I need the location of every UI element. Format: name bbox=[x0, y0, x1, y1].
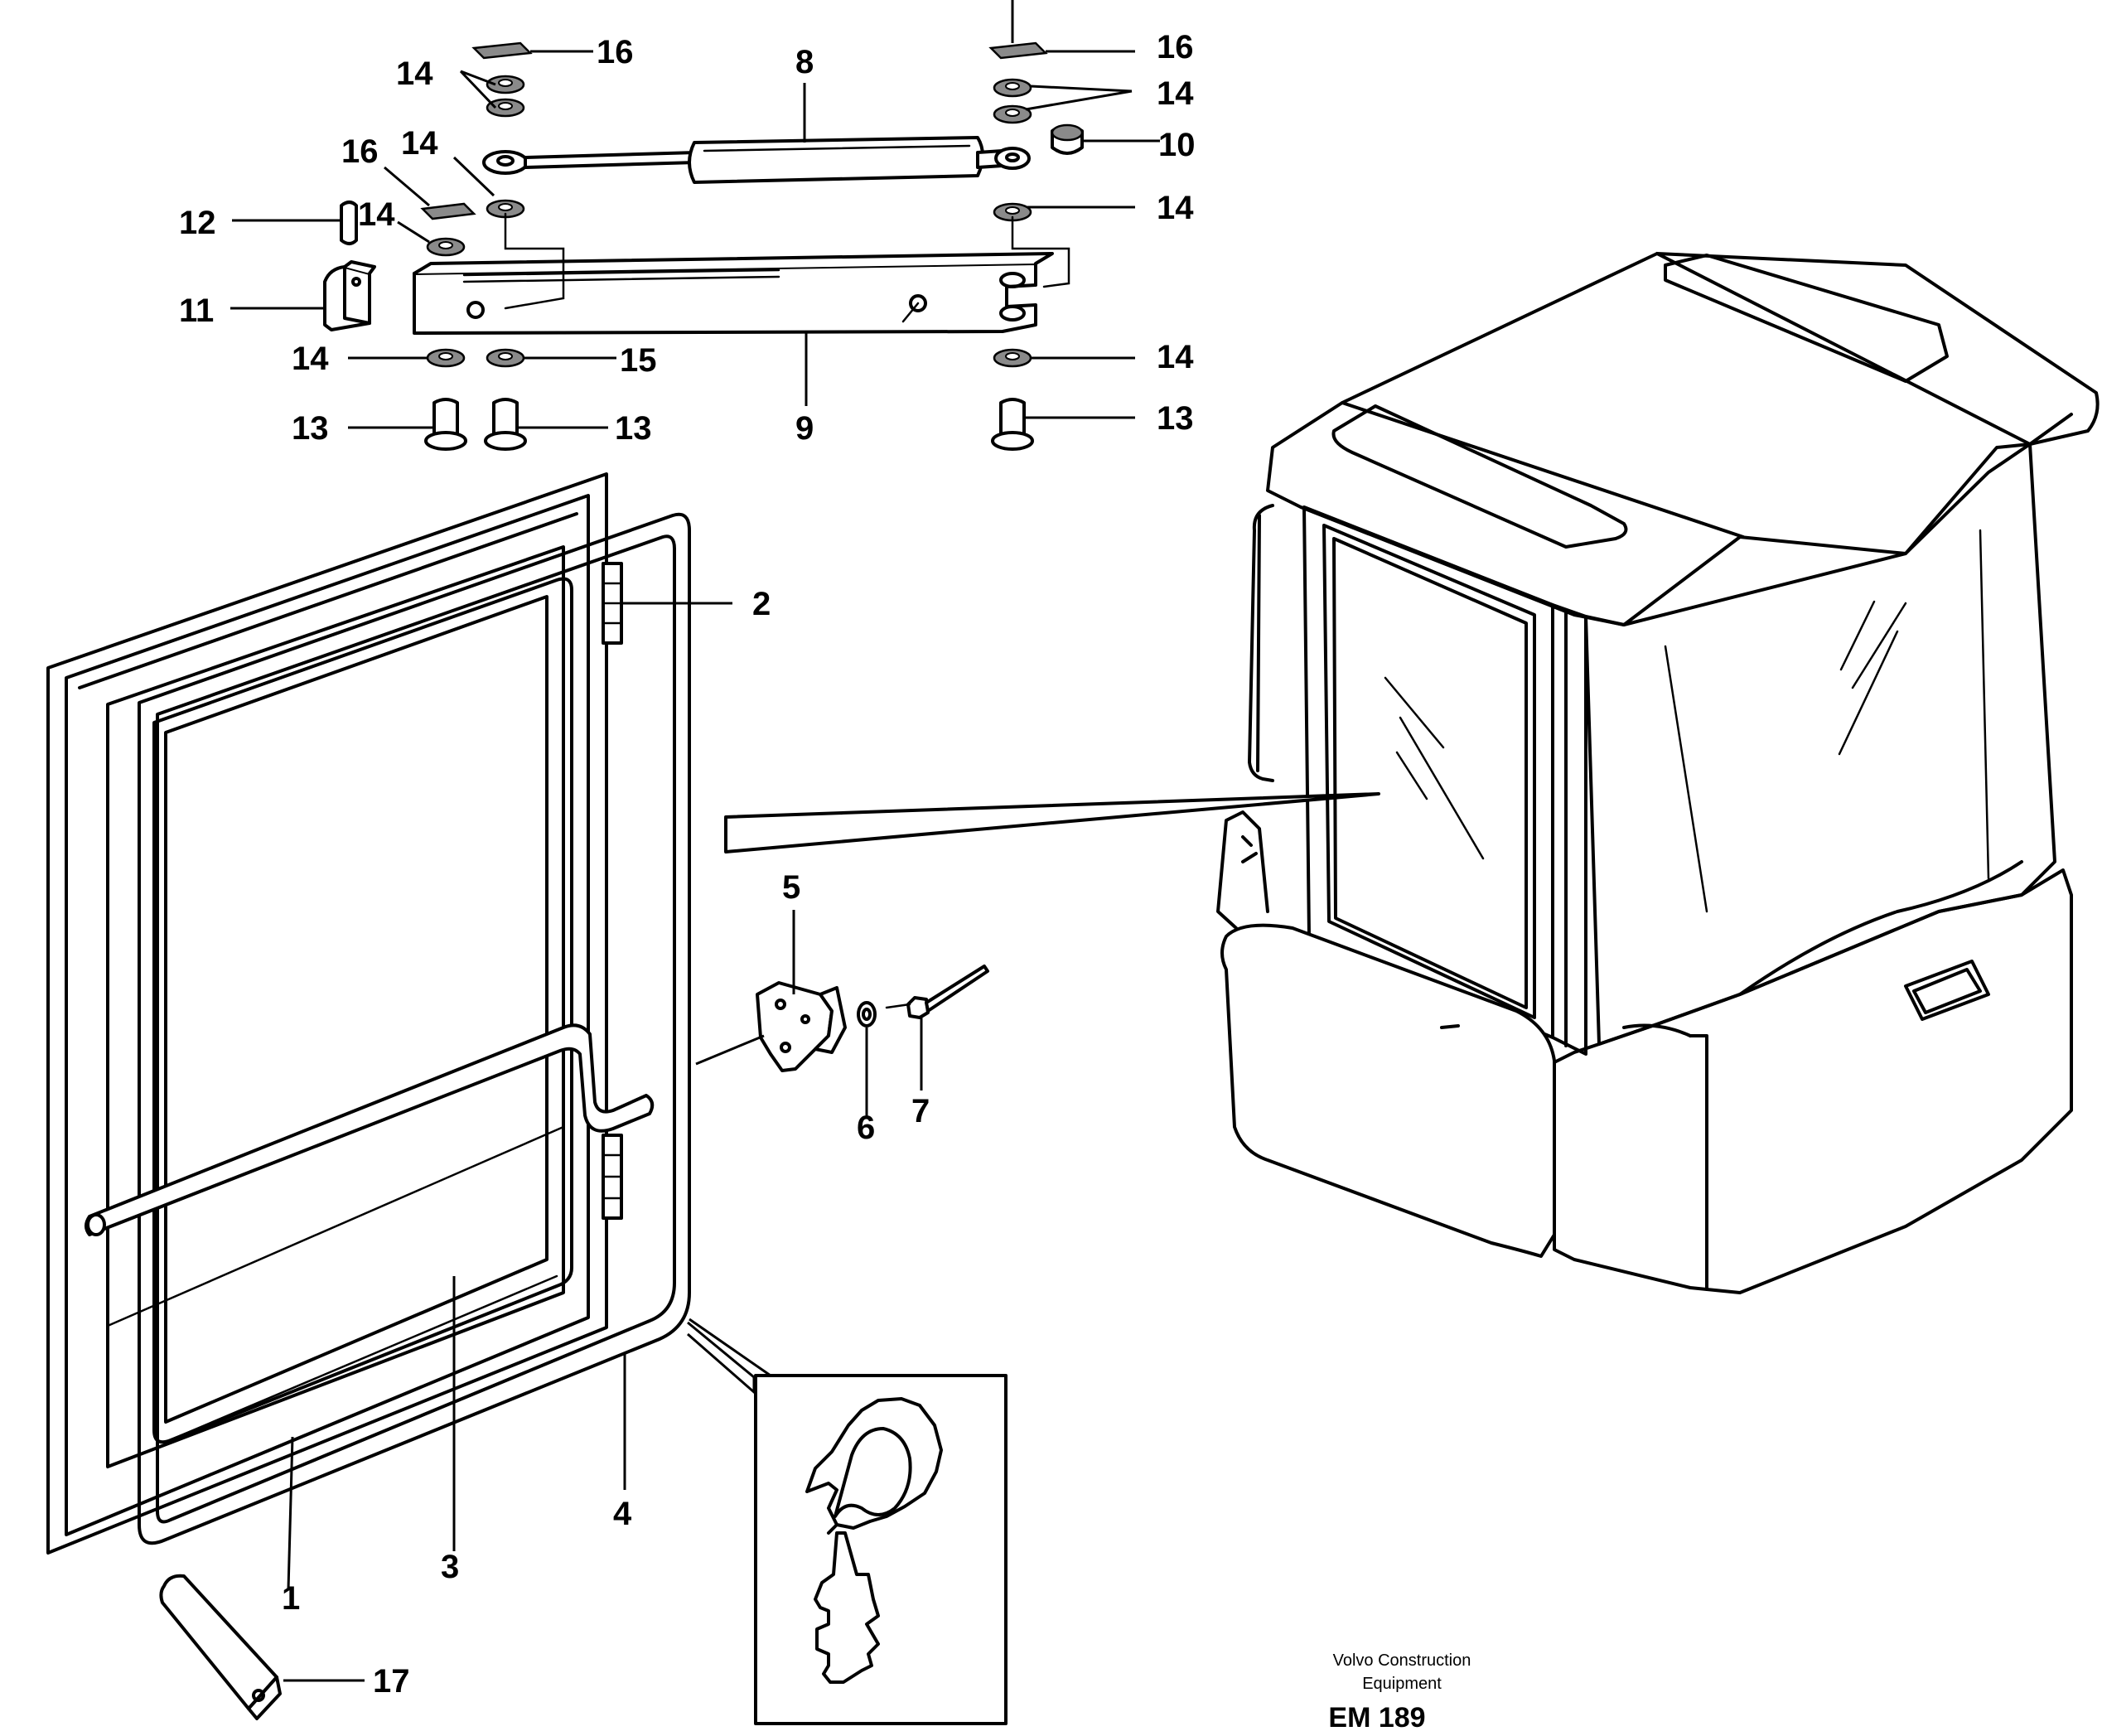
washer-hole bbox=[1005, 352, 1020, 360]
washer-6 bbox=[857, 1001, 877, 1028]
seal-profile-detail bbox=[687, 1318, 1008, 1725]
gas-strut-assembly bbox=[323, 41, 1084, 451]
lock-plate-16-left bbox=[471, 41, 533, 60]
washer-hole bbox=[438, 352, 453, 360]
callout-3: 3 bbox=[441, 1549, 459, 1585]
filler-piece-17 bbox=[159, 1574, 282, 1720]
washer-hole bbox=[498, 203, 513, 211]
seal-profile-shape bbox=[805, 1397, 943, 1684]
washer-hole bbox=[498, 352, 513, 360]
seal-strip-4 bbox=[138, 512, 691, 1545]
gas-strut-8 bbox=[482, 136, 1031, 184]
callout-16-top-left: 16 bbox=[597, 34, 634, 70]
window-frame-outer bbox=[46, 472, 608, 1555]
callout-17: 17 bbox=[373, 1663, 410, 1700]
callout-14-top-right: 14 bbox=[1157, 75, 1194, 112]
callout-14-mid-left: 14 bbox=[401, 125, 438, 162]
pin-12 bbox=[340, 201, 358, 245]
washer-hole bbox=[498, 102, 513, 110]
hinge-2 bbox=[602, 562, 623, 1220]
washer-hole bbox=[438, 241, 453, 249]
callout-7: 7 bbox=[911, 1093, 930, 1129]
cab-handrail bbox=[1248, 504, 1274, 782]
callout-6: 6 bbox=[857, 1110, 875, 1146]
callout-13-right: 13 bbox=[1157, 400, 1194, 437]
washer-hole bbox=[498, 79, 513, 87]
callout-13-left: 13 bbox=[292, 410, 329, 447]
footer-code: EM 189 bbox=[1328, 1702, 1425, 1734]
pin-13-left bbox=[424, 398, 467, 451]
callout-13-middle: 13 bbox=[615, 410, 652, 447]
callout-14-mid-right: 14 bbox=[1157, 190, 1194, 226]
callout-12: 12 bbox=[179, 205, 216, 241]
callout-labels: 16 14 8 16 14 10 16 14 14 12 14 11 14 15… bbox=[179, 29, 1196, 1700]
callout-11: 11 bbox=[179, 293, 214, 329]
cab-lower-body bbox=[1220, 923, 1556, 1258]
callout-16-left: 16 bbox=[341, 133, 379, 170]
leader-lines bbox=[230, 0, 1380, 1682]
callout-14-top-left: 14 bbox=[396, 56, 433, 92]
washer-hole bbox=[1005, 82, 1020, 90]
door-handle-bar bbox=[85, 1023, 655, 1236]
lock-plate-16-block bbox=[420, 202, 476, 220]
washer-hole bbox=[1005, 206, 1020, 215]
cab-roof bbox=[1266, 252, 2100, 626]
cab-illustration bbox=[1216, 252, 2100, 1294]
callout-8: 8 bbox=[795, 44, 814, 80]
pin-13-middle bbox=[484, 398, 527, 451]
cap-10 bbox=[1051, 123, 1084, 155]
callout-9: 9 bbox=[795, 410, 814, 447]
callout-5: 5 bbox=[782, 869, 800, 906]
callout-2: 2 bbox=[752, 586, 771, 622]
washer-hole bbox=[1005, 109, 1020, 117]
footer-credit: Volvo Construction Equipment EM 189 bbox=[1328, 1651, 1471, 1734]
callout-1: 1 bbox=[282, 1580, 300, 1617]
footer-line-1: Volvo Construction bbox=[1333, 1651, 1471, 1670]
callout-15: 15 bbox=[620, 342, 657, 379]
latch-parts bbox=[695, 965, 989, 1072]
callout-16-top-right: 16 bbox=[1157, 29, 1194, 65]
detail-frame bbox=[754, 1374, 1008, 1725]
callout-wedge bbox=[724, 792, 1380, 853]
footer-line-2: Equipment bbox=[1362, 1675, 1442, 1693]
lock-plate-16-right bbox=[988, 41, 1048, 60]
door-window-assembly bbox=[46, 472, 691, 1555]
callout-14-lower-left: 14 bbox=[292, 341, 329, 377]
bolt-7 bbox=[906, 996, 930, 1019]
callout-14-lower-right: 14 bbox=[1157, 339, 1194, 375]
bracket-11 bbox=[323, 260, 376, 331]
pin-13-right bbox=[991, 398, 1034, 451]
callout-4: 4 bbox=[613, 1496, 632, 1532]
callout-14-block: 14 bbox=[358, 196, 395, 233]
lever-arm-9 bbox=[413, 212, 1070, 335]
callout-10: 10 bbox=[1158, 127, 1196, 163]
